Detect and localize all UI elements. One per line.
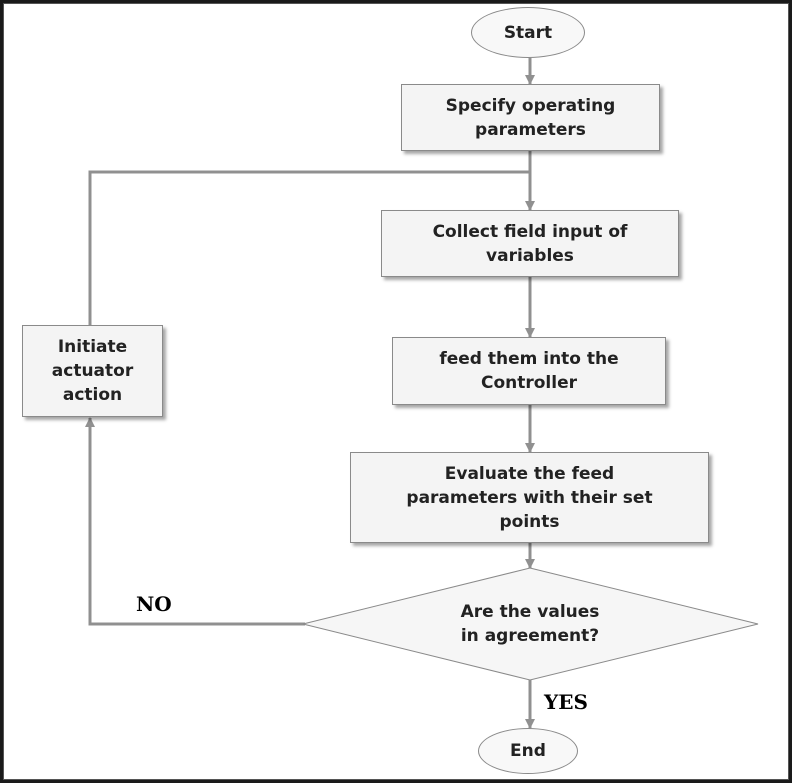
end-label: End [510, 741, 546, 761]
feed-controller-label: feed them into the Controller [439, 349, 619, 393]
collect-input-box: Collect field input of variables [381, 210, 679, 277]
start-label: Start [503, 22, 553, 43]
decision-label: Are the values in agreement? [460, 602, 600, 646]
feed-controller-box: feed them into the Controller [392, 337, 666, 405]
actuator-label: Initiate actuator action [51, 337, 134, 405]
evaluate-label: Evaluate the feed parameters with their … [406, 463, 653, 532]
end-node: End [478, 728, 578, 774]
evaluate-box: Evaluate the feed parameters with their … [350, 452, 709, 543]
no-branch-label: NO [136, 592, 172, 616]
decision-diamond-shape [302, 567, 759, 681]
specify-parameters-label: Specify operating parameters [445, 95, 616, 140]
start-node: Start [471, 7, 585, 58]
actuator-box: Initiate actuator action [22, 325, 163, 417]
specify-parameters-box: Specify operating parameters [401, 84, 660, 151]
loop-back-line [88, 170, 530, 325]
collect-input-label: Collect field input of variables [432, 221, 628, 266]
yes-branch-label: YES [544, 690, 588, 714]
arrow-no-branch [85, 417, 305, 626]
decision-text: Are the values in agreement? [400, 596, 660, 652]
